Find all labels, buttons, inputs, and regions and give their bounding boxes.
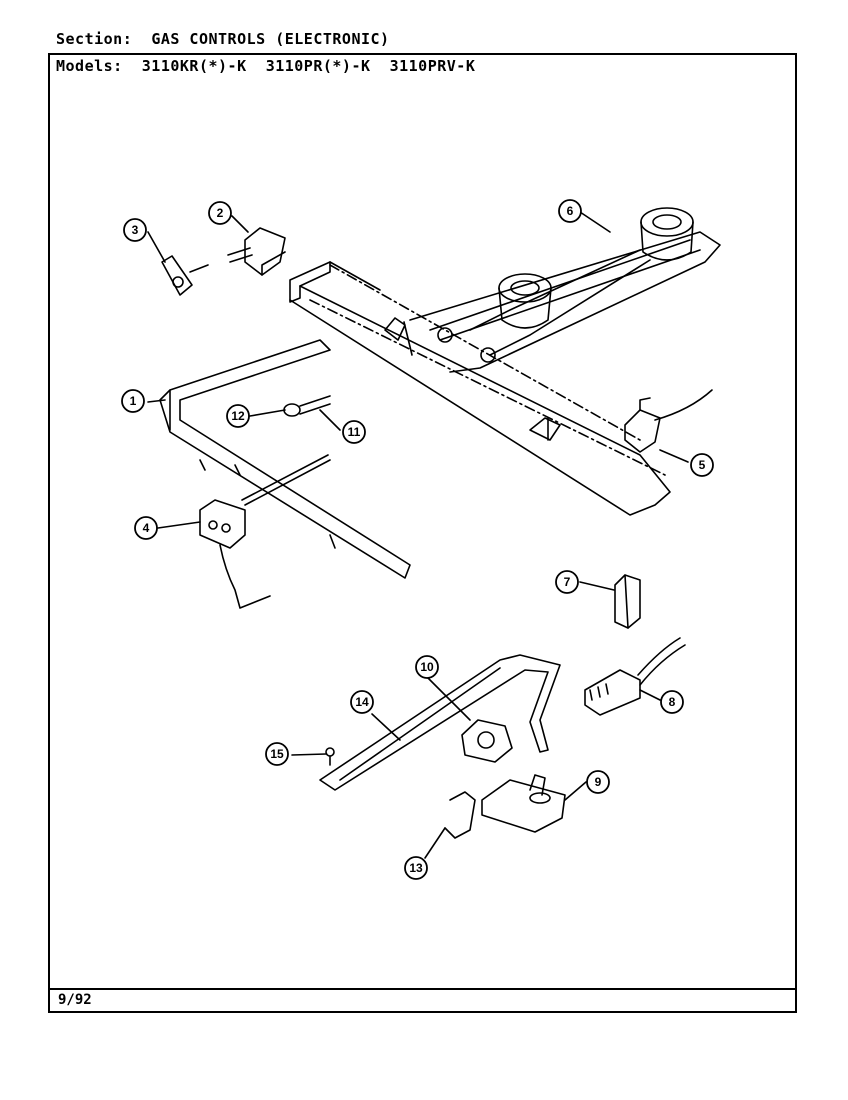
model-number: 3110KR(*)-K [141,57,247,75]
callout-circle [134,516,158,540]
callout-number: 14 [355,695,369,709]
footer-date: 9/92 [58,992,92,1008]
callout-11: 11 [342,420,366,444]
callout-circle [660,690,684,714]
callout-3: 3 [123,218,147,242]
callout-circle [123,218,147,242]
model-number: 3110PR(*)-K [265,57,371,75]
callout-circle [265,742,289,766]
part-4-spark-ignition-module [199,454,331,609]
part-3-bracket [161,255,209,296]
callout-number: 15 [270,747,284,761]
callout-number: 2 [217,206,224,220]
callout-circle [208,201,232,225]
models-header: Models: 3110KR(*)-K 3110PR(*)-K 3110PRV-… [56,57,475,75]
callout-number: 8 [669,695,676,709]
callout-number: 13 [409,861,423,875]
model-number: 3110PRV-K [389,57,476,75]
part-5-valve-switch [624,389,713,453]
part-6-burner-assembly [289,207,721,516]
section-label: Section: [56,30,133,48]
callout-12: 12 [226,404,250,428]
callout-circle [226,404,250,428]
callout-circle [121,389,145,413]
callout-number: 4 [143,521,150,535]
callout-number: 12 [231,409,245,423]
callout-14: 14 [350,690,374,714]
part-15-screw [325,747,335,766]
callout-13: 13 [404,856,428,880]
callout-6: 6 [558,199,582,223]
callout-15: 15 [265,742,289,766]
part-13-clip [444,791,476,839]
callout-number: 5 [699,458,706,472]
part-8-connector [584,637,686,716]
part-9-switch-assembly [481,774,566,833]
callout-8: 8 [660,690,684,714]
section-header: Section: GAS CONTROLS (ELECTRONIC) [56,30,390,48]
part-2-switch [227,227,286,276]
callout-circle [586,770,610,794]
callout-number: 9 [595,775,602,789]
callout-number: 1 [130,394,137,408]
part-14-linkage-rod [319,654,561,791]
callout-1: 1 [121,389,145,413]
callout-circle [690,453,714,477]
models-label: Models: [56,57,123,75]
callout-2: 2 [208,201,232,225]
callout-5: 5 [690,453,714,477]
callout-number: 10 [420,660,434,674]
callout-number: 11 [348,425,361,439]
callout-7: 7 [555,570,579,594]
part-1-manifold-rail [159,339,411,579]
callout-circle [415,655,439,679]
callout-10: 10 [415,655,439,679]
callout-circle [342,420,366,444]
callout-circle [555,570,579,594]
callout-number: 3 [132,223,139,237]
diagram-frame [48,53,797,1013]
callout-number: 6 [567,204,574,218]
part-10-valve-body [461,719,513,763]
footer-divider [48,988,797,990]
callout-circle [558,199,582,223]
section-title: GAS CONTROLS (ELECTRONIC) [151,30,390,48]
callout-circle [350,690,374,714]
callout-4: 4 [134,516,158,540]
part-7-terminal-block [614,574,641,629]
callout-9: 9 [586,770,610,794]
callout-number: 7 [564,575,571,589]
callout-circle [404,856,428,880]
